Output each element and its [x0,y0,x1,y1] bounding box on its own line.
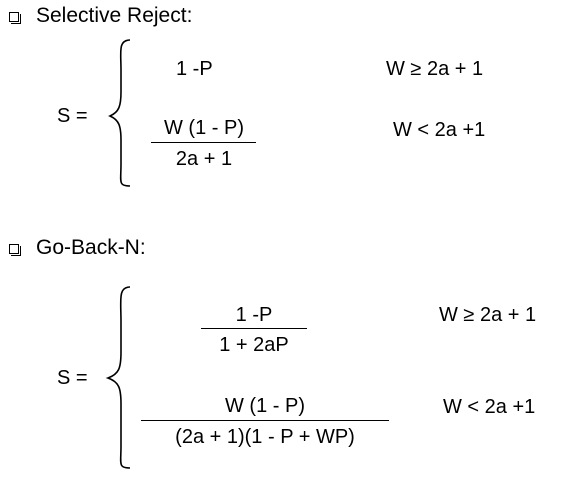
go-back-n-case2-condition: W < 2a +1 [443,396,536,418]
selective-reject-lhs: S = [57,105,88,127]
fraction-numerator: W (1 - P) [225,395,305,417]
go-back-n-lhs: S = [57,367,88,389]
fraction-bar [151,142,256,143]
go-back-n-heading: Go-Back-N: [36,236,146,259]
fraction-numerator: 1 -P [235,304,273,326]
go-back-n-case1-condition: W ≥ 2a + 1 [439,304,537,326]
fraction-denominator: (2a + 1)(1 - P + WP) [175,426,355,448]
selective-reject-heading: Selective Reject: [36,4,193,27]
fraction-bar [141,420,389,421]
fraction-denominator: 2a + 1 [175,148,233,170]
fraction-bar [201,328,307,329]
square-bullet-icon [9,244,21,256]
fraction-denominator: 1 + 2aP [219,334,289,356]
selective-reject-case2-condition: W < 2a +1 [393,119,486,141]
square-bullet-icon [9,12,21,24]
selective-reject-case1-condition: W ≥ 2a + 1 [386,58,484,80]
fraction-numerator: W (1 - P) [164,117,244,139]
selective-reject-case1-expression: 1 -P [176,58,213,80]
